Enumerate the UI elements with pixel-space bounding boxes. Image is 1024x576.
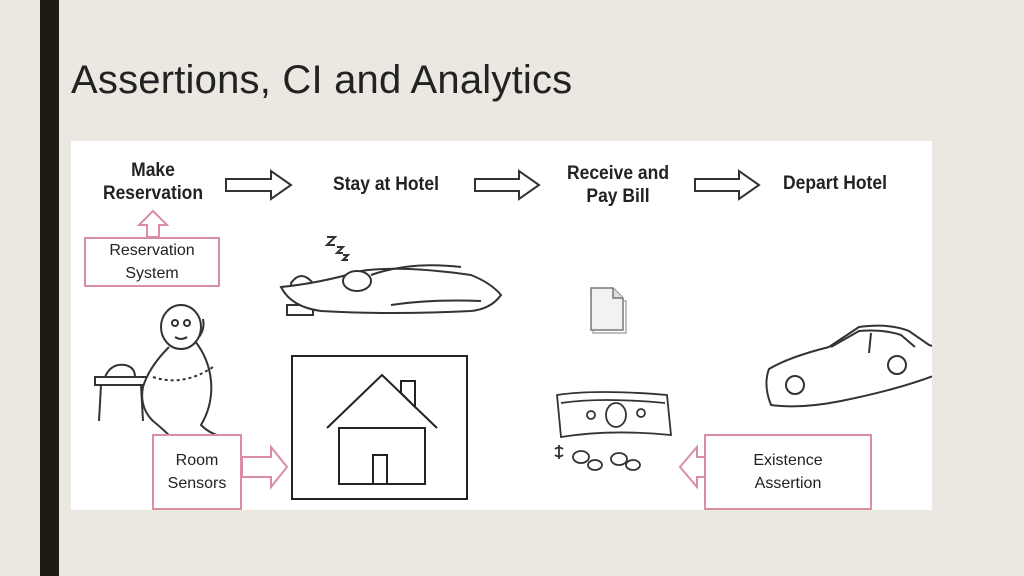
money-icon [554, 391, 673, 471]
process-diagram: Make Reservation Stay at Hotel Receive a… [71, 141, 932, 510]
callout-room-sensors: Room Sensors [152, 434, 242, 510]
diagram-graphics [94, 169, 932, 500]
house-icon [291, 355, 468, 500]
up-arrow-reservation [136, 209, 170, 238]
process-arrow-3 [694, 169, 761, 201]
document-icon [590, 287, 627, 334]
car-icon [765, 324, 932, 408]
callout-reservation-system: Reservation System [84, 237, 220, 287]
step-make-reservation: Make Reservation [102, 160, 204, 204]
side-accent-bar [40, 0, 59, 576]
step-depart-hotel: Depart Hotel [783, 173, 887, 194]
phone-person-icon [94, 304, 226, 450]
sleeping-person-icon [279, 236, 503, 316]
process-arrow-1 [225, 169, 293, 201]
step-receive-and-pay-bill: Receive and Pay Bill [566, 163, 670, 207]
right-arrow-room-sensors [241, 444, 289, 490]
process-arrow-2 [474, 169, 541, 201]
slide-title: Assertions, CI and Analytics [71, 58, 573, 102]
step-stay-at-hotel: Stay at Hotel [333, 174, 439, 195]
left-arrow-existence [678, 444, 706, 490]
callout-existence-assertion: Existence Assertion [704, 434, 872, 510]
